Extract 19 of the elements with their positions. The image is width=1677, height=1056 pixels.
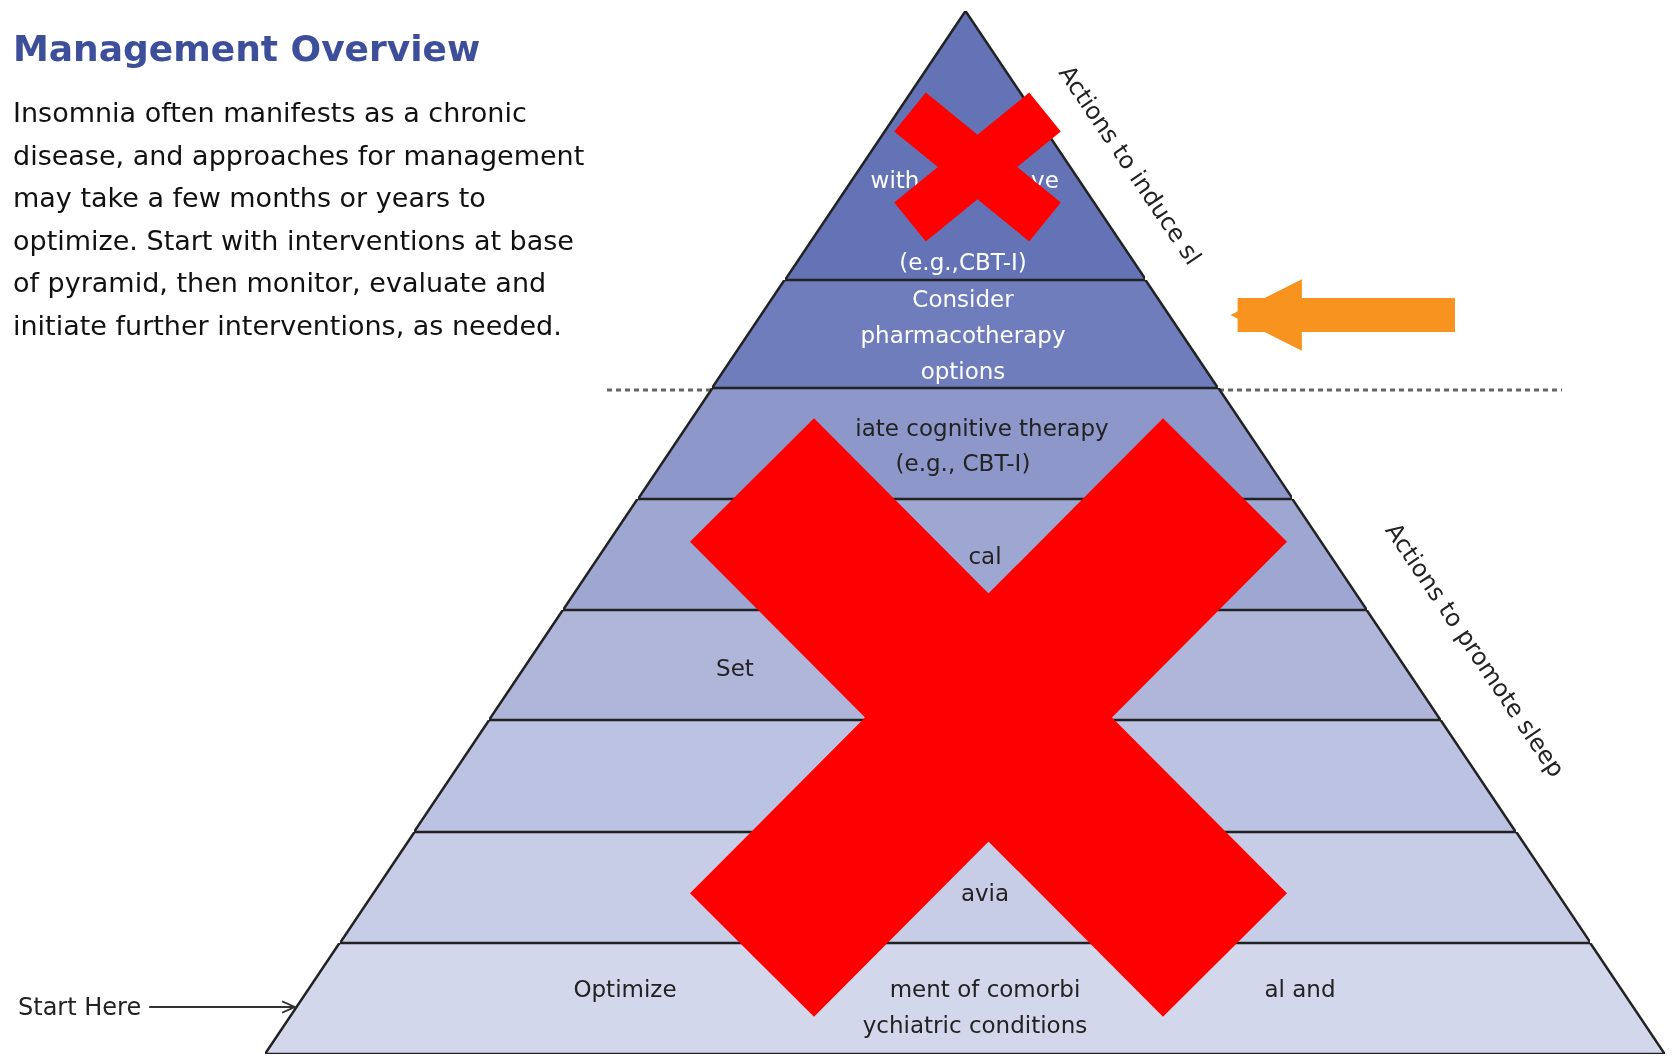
start-label: Start Here xyxy=(18,993,142,1021)
arrow xyxy=(148,1000,296,1014)
tier-text: (e.g., CBT-I) xyxy=(895,450,1031,476)
tier-text: Optimize xyxy=(573,976,677,1002)
tier-text: (e.g.,CBT-I) xyxy=(899,249,1027,275)
pyramid-tier xyxy=(712,280,1218,388)
tier-text: Set xyxy=(716,655,754,681)
tier-text: ment of comorbi xyxy=(889,976,1081,1002)
tier-text: with xyxy=(870,167,920,193)
tier-text: ychiatric conditions xyxy=(862,1012,1088,1038)
tier-text: al and xyxy=(1264,976,1336,1002)
intro-paragraph: Insomnia often manifests as a chronic disease, and approaches for management may take a few months or years to optimize. Start with interventions at base of pyramid, then monitor, evaluate and initiate further interventions, as needed. xyxy=(13,96,586,343)
tier-text: iate cognitive therapy xyxy=(855,415,1109,441)
tier-text: avia xyxy=(960,880,1010,906)
arrow xyxy=(1230,279,1455,351)
tier-text: cal xyxy=(968,543,1002,569)
tier-text: Consider pharmacotherapy options xyxy=(859,285,1067,386)
pyramid-tier xyxy=(265,943,1665,1054)
heading: Management Overview xyxy=(13,28,481,69)
